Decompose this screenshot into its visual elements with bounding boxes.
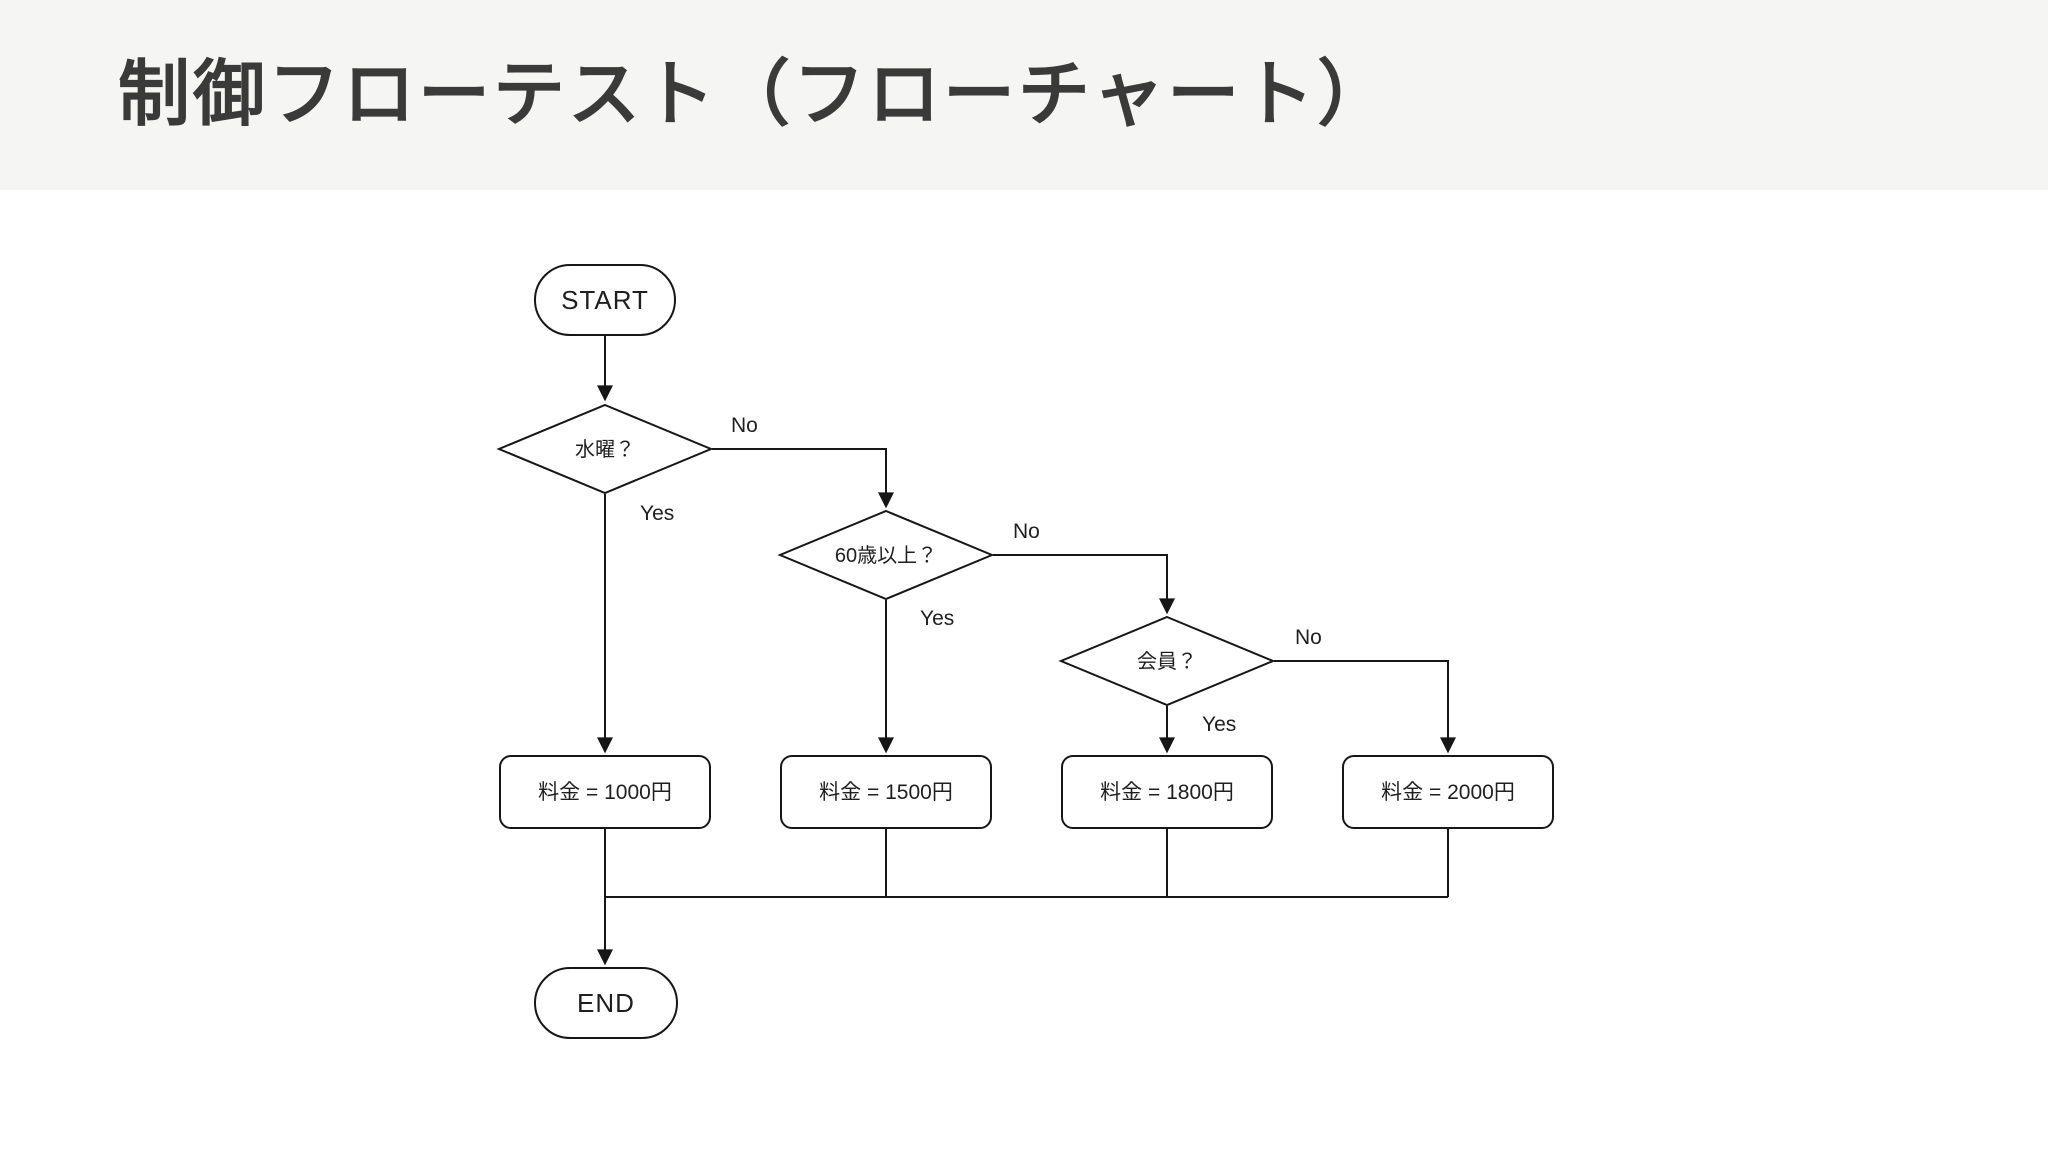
node-decision-age-label: 60歳以上？: [835, 544, 937, 567]
node-fee-1500-label: 料金 = 1500円: [819, 781, 953, 804]
edge-wednesday-no-to-age: [712, 448, 894, 509]
node-start: START: [534, 264, 676, 336]
node-fee-1000-label: 料金 = 1000円: [538, 781, 672, 804]
label-age-no: No: [1013, 520, 1040, 543]
node-decision-member: 会員？: [1058, 615, 1276, 707]
label-member-no: No: [1295, 626, 1322, 649]
node-end-label: END: [577, 988, 635, 1018]
node-decision-wednesday-shape: [496, 403, 714, 495]
node-fee-1800: 料金 = 1800円: [1061, 755, 1273, 829]
node-fee-1500-shape: [780, 755, 992, 829]
node-decision-age: 60歳以上？: [777, 509, 995, 601]
node-decision-wednesday: 水曜？: [496, 403, 714, 495]
page-title: 制御フローテスト（フローチャート）: [118, 55, 1393, 135]
header-band: 制御フローテスト（フローチャート）: [0, 0, 2048, 190]
node-start-label: START: [561, 285, 649, 315]
node-fee-1800-shape: [1061, 755, 1273, 829]
flowchart-edges: [597, 336, 1456, 966]
node-end-shape: [534, 967, 678, 1039]
node-decision-age-shape: [777, 509, 995, 601]
node-fee-2000-label: 料金 = 2000円: [1381, 781, 1515, 804]
label-wednesday-yes: Yes: [640, 502, 674, 525]
node-fee-2000: 料金 = 2000円: [1342, 755, 1554, 829]
node-fee-1000-shape: [499, 755, 711, 829]
node-decision-member-label: 会員？: [1137, 650, 1197, 673]
label-wednesday-no: No: [731, 414, 758, 437]
node-end: END: [534, 967, 678, 1039]
node-fee-1000: 料金 = 1000円: [499, 755, 711, 829]
flowchart-edge-labels: No Yes No Yes No Yes: [640, 414, 1322, 736]
node-fee-1800-label: 料金 = 1800円: [1100, 781, 1234, 804]
label-member-yes: Yes: [1202, 713, 1236, 736]
node-fee-1500: 料金 = 1500円: [780, 755, 992, 829]
node-decision-member-shape: [1058, 615, 1276, 707]
node-decision-wednesday-label: 水曜？: [575, 438, 635, 461]
node-start-shape: [534, 264, 676, 336]
edge-member-no-to-fee2000: [1274, 660, 1456, 754]
edge-age-no-to-member: [993, 554, 1175, 615]
node-fee-2000-shape: [1342, 755, 1554, 829]
label-age-yes: Yes: [920, 607, 954, 630]
